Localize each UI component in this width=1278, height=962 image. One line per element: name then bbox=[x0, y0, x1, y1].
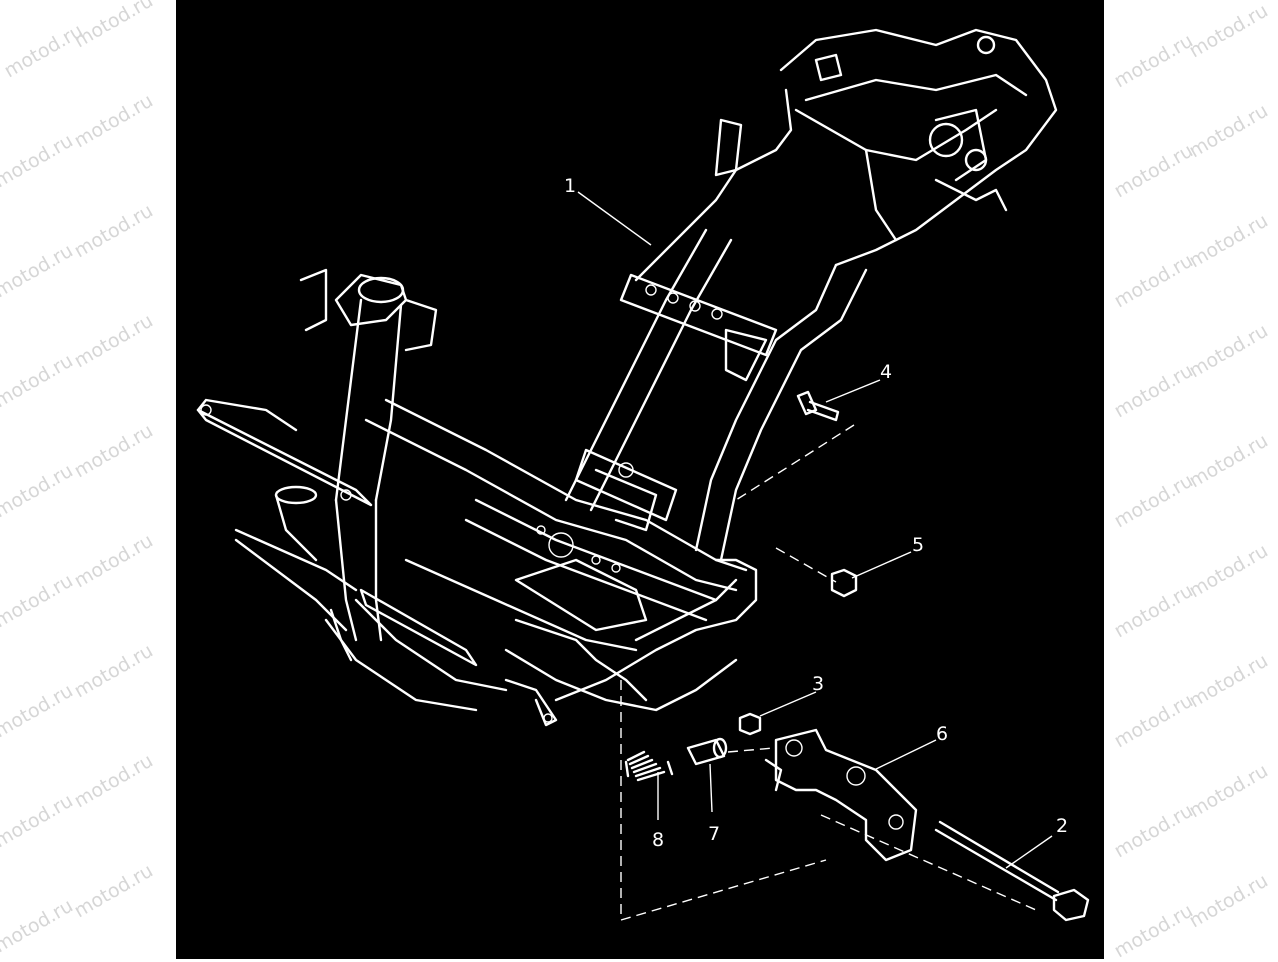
watermark: motod.ru bbox=[1110, 899, 1197, 962]
watermark: motod.ru bbox=[1110, 29, 1197, 93]
frame-exploded-diagram: 1 2 3 4 5 6 7 8 bbox=[196, 28, 1090, 922]
watermark: motod.ru bbox=[0, 239, 77, 303]
watermark: motod.ru bbox=[1185, 539, 1272, 603]
watermark: motod.ru bbox=[0, 569, 77, 633]
watermark: motod.ru bbox=[1185, 649, 1272, 713]
watermark: motod.ru bbox=[1110, 469, 1197, 533]
watermark: motod.ru bbox=[70, 0, 157, 53]
watermark: motod.ru bbox=[0, 349, 77, 413]
watermark: motod.ru bbox=[70, 859, 157, 923]
watermark: motod.ru bbox=[70, 529, 157, 593]
diagram-panel: 1 2 3 4 5 6 7 8 bbox=[176, 0, 1104, 959]
callout-3: 3 bbox=[812, 673, 824, 695]
watermark: motod.ru bbox=[0, 894, 77, 958]
watermark: motod.ru bbox=[1185, 429, 1272, 493]
frame-body bbox=[196, 28, 1058, 727]
part-2-bolt bbox=[934, 820, 1090, 922]
callout-5: 5 bbox=[912, 534, 924, 556]
watermark: motod.ru bbox=[70, 749, 157, 813]
watermark: motod.ru bbox=[0, 789, 77, 853]
watermark: motod.ru bbox=[1185, 0, 1272, 63]
watermark: motod.ru bbox=[1110, 249, 1197, 313]
watermark: motod.ru bbox=[1110, 689, 1197, 753]
watermark: motod.ru bbox=[0, 679, 77, 743]
part-6-stand bbox=[764, 728, 918, 862]
watermark: motod.ru bbox=[70, 309, 157, 373]
watermark: motod.ru bbox=[70, 639, 157, 703]
callout-8: 8 bbox=[652, 829, 664, 851]
watermark: motod.ru bbox=[0, 129, 77, 193]
part-3-nut bbox=[738, 712, 762, 736]
assembly-lines bbox=[620, 424, 1037, 921]
watermark: motod.ru bbox=[0, 459, 77, 523]
watermark: motod.ru bbox=[1110, 799, 1197, 863]
callout-2: 2 bbox=[1056, 815, 1068, 837]
watermark: motod.ru bbox=[1185, 869, 1272, 933]
watermark: motod.ru bbox=[1110, 579, 1197, 643]
callout-6: 6 bbox=[936, 723, 948, 745]
callout-4: 4 bbox=[880, 361, 892, 383]
part-5-nut bbox=[830, 568, 858, 598]
watermark: motod.ru bbox=[1185, 319, 1272, 383]
watermark: motod.ru bbox=[70, 199, 157, 263]
part-8-spring bbox=[624, 750, 674, 782]
callout-7: 7 bbox=[708, 823, 720, 845]
part-4-bolt bbox=[796, 390, 840, 422]
watermark: motod.ru bbox=[1185, 759, 1272, 823]
part-7-bushing bbox=[686, 737, 728, 766]
leader-lines bbox=[577, 191, 1053, 869]
watermark: motod.ru bbox=[70, 419, 157, 483]
watermark: motod.ru bbox=[1185, 209, 1272, 273]
watermark: motod.ru bbox=[1185, 99, 1272, 163]
watermark: motod.ru bbox=[70, 89, 157, 153]
watermark: motod.ru bbox=[1110, 139, 1197, 203]
watermark: motod.ru bbox=[1110, 359, 1197, 423]
watermark: motod.ru bbox=[0, 19, 87, 83]
callout-1: 1 bbox=[564, 175, 576, 197]
